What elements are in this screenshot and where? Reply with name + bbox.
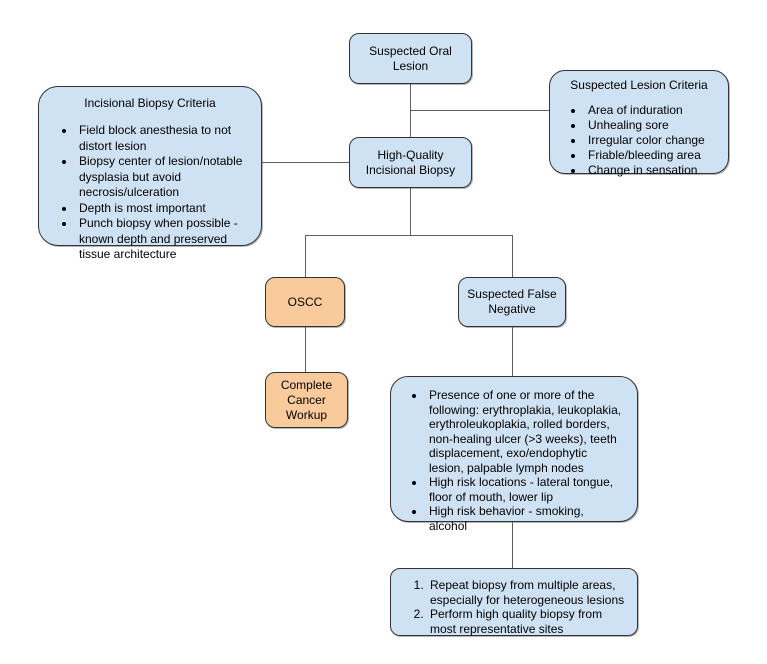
node-suspected-oral-lesion: Suspected Oral Lesion — [349, 33, 472, 84]
connector-branch-horizontal — [305, 235, 512, 236]
bullet-list: Presence of one or more of the following… — [399, 388, 629, 533]
connector-oral-lesion-to-biopsy — [410, 84, 411, 137]
connector-criteria-to-actions — [512, 522, 513, 568]
list-item: Presence of one or more of the following… — [426, 388, 623, 475]
numbered-list: Repeat biopsy from multiple areas, espec… — [397, 578, 631, 636]
connector-branch-to-false-negative — [512, 235, 513, 277]
list-item: Field block anesthesia to not distort le… — [76, 123, 245, 154]
list-item: Area of induration — [585, 103, 714, 118]
list-item: Depth is most important — [76, 201, 245, 217]
list-item: High risk locations - lateral tongue, fl… — [426, 475, 623, 504]
bullet-list: Field block anesthesia to not distort le… — [49, 123, 251, 263]
node-suspected-false-negative: Suspected False Negative — [458, 277, 566, 327]
list-item: Unhealing sore — [585, 118, 714, 133]
list-item: Friable/bleeding area — [585, 148, 714, 163]
connector-branch-to-oscc — [305, 235, 306, 277]
connector-incisional-criteria-to-biopsy — [262, 162, 349, 163]
node-false-negative-actions: Repeat biopsy from multiple areas, espec… — [390, 568, 638, 636]
connector-false-negative-to-criteria — [512, 327, 513, 376]
panel-title: Incisional Biopsy Criteria — [84, 96, 216, 110]
list-item: High risk behavior - smoking, alcohol — [426, 504, 623, 533]
node-incisional-biopsy-criteria: Incisional Biopsy Criteria Field block a… — [38, 86, 262, 261]
panel-title: Suspected Lesion Criteria — [570, 78, 708, 92]
list-item: Punch biopsy when possible - known depth… — [76, 216, 245, 263]
node-high-quality-incisional-biopsy: High-Quality Incisional Biopsy — [349, 137, 472, 188]
list-item: Repeat biopsy from multiple areas, espec… — [427, 578, 625, 607]
bullet-list: Area of indurationUnhealing soreIrregula… — [558, 103, 720, 178]
connector-branch-to-lesion-criteria — [411, 110, 549, 111]
node-suspected-lesion-criteria: Suspected Lesion Criteria Area of indura… — [549, 70, 729, 177]
list-item: Perform high quality biopsy from most re… — [427, 607, 625, 636]
node-label: Suspected Oral Lesion — [369, 43, 452, 73]
node-false-negative-criteria: Presence of one or more of the following… — [390, 376, 638, 533]
node-complete-cancer-workup: Complete Cancer Workup — [265, 372, 348, 428]
connector-oscc-to-cancer-workup — [305, 327, 306, 372]
node-label: OSCC — [287, 294, 323, 309]
list-item: Change in sensation — [585, 163, 714, 178]
node-label: Complete Cancer Workup — [280, 377, 333, 422]
node-label: Suspected False Negative — [467, 287, 557, 316]
connector-biopsy-down — [410, 188, 411, 235]
node-oscc: OSCC — [265, 277, 345, 327]
list-item: Irregular color change — [585, 133, 714, 148]
node-label: High-Quality Incisional Biopsy — [365, 147, 456, 177]
list-item: Biopsy center of lesion/notable dysplasi… — [76, 154, 245, 201]
